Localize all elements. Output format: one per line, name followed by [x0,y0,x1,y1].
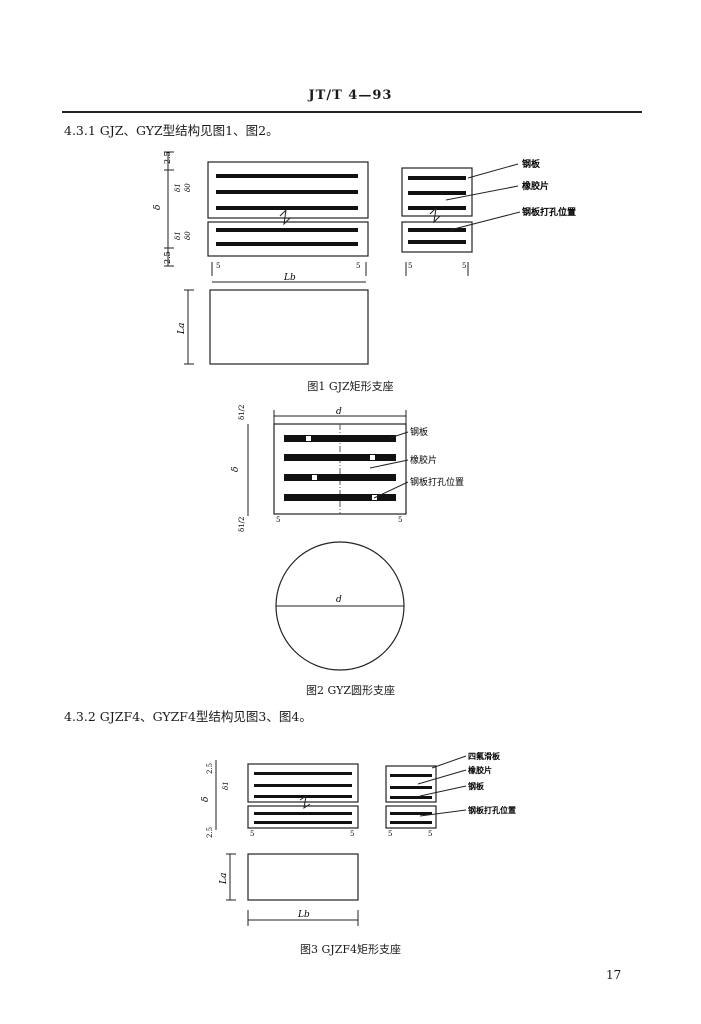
dim-2-5-bottom: 2.5 [163,251,172,264]
dim-delta1-a: δ1 [174,183,182,192]
label-steel-plate-circ: 钢板 [410,426,428,438]
figure-2-diagram: d δ1/2 δ δ1/2 5 5 钢板 橡胶片 钢板打孔位置 d [231,405,464,671]
label-hole-position: 钢板打孔位置 [522,206,576,218]
dim-d-top: d [336,407,342,417]
section-4-3-2: 4.3.2 GJZF4、GYZF4型结构见图3、图4。 [64,709,312,724]
dim-5-side-left: 5 [408,262,412,270]
dim-5-f3-right: 5 [350,830,354,838]
label-steel-plate: 钢板 [522,158,541,170]
dim-5-side-right: 5 [462,262,466,270]
dim-delta0-a: δ0 [184,183,192,192]
dim-la-f3: La [219,873,229,885]
dim-lb-f3: Lb [297,910,310,920]
label-ptfe: 四氟滑板 [468,751,501,761]
dim-5-f3-left: 5 [250,830,254,838]
label-steel-f3: 钢板 [468,781,485,791]
dim-delta-half-top: δ1/2 [238,405,246,420]
dim-5-circ-right: 5 [398,516,402,524]
dim-delta1-b: δ1 [174,231,182,240]
label-rubber: 橡胶片 [522,180,549,192]
label-hole-f3: 钢板打孔位置 [468,805,516,815]
label-rubber-circ: 橡胶片 [410,454,437,466]
dim-5-circ-left: 5 [276,516,280,524]
running-header: JT/T 4—93 [308,88,393,103]
dim-delta-circ: δ [231,467,241,472]
figure-3-diagram: 2.5 δ δ1 2.5 5 5 La Lb 5 5 四氟滑板 橡胶片 钢板 钢… [201,751,516,926]
dim-d-circle: d [336,595,342,605]
dim-delta0-b: δ0 [184,231,192,240]
dim-2-5-f3-top: 2.5 [206,763,214,774]
header-rule [62,111,642,113]
dim-delta1-f3: δ1 [222,781,230,790]
section-4-3-1: 4.3.1 GJZ、GYZ型结构见图1、图2。 [64,123,279,138]
figure-2-caption: 图2 GYZ圆形支座 [306,684,395,697]
page-number: 17 [606,968,622,982]
dim-2-5-top: 2.5 [163,151,172,164]
dim-5-f3-side-right: 5 [428,830,432,838]
dim-5-right: 5 [356,262,360,270]
figure-1-diagram: 2.5 δ δ1 δ0 δ1 δ0 2.5 5 5 Lb La 5 5 钢板 橡… [153,151,576,365]
dim-5-f3-side-left: 5 [388,830,392,838]
dim-2-5-f3-bottom: 2.5 [206,827,214,838]
dim-lb: Lb [283,273,296,283]
figure-1-caption: 图1 GJZ矩形支座 [307,380,394,393]
figure-3-caption: 图3 GJZF4矩形支座 [300,943,401,956]
label-hole-circ: 钢板打孔位置 [410,476,464,488]
dim-delta-f3: δ [201,797,211,802]
label-rubber-f3: 橡胶片 [468,765,492,775]
dim-la: La [177,323,187,335]
dim-delta-half-bottom: δ1/2 [238,517,246,532]
dim-5-left: 5 [216,262,220,270]
dim-delta: δ [153,205,163,210]
